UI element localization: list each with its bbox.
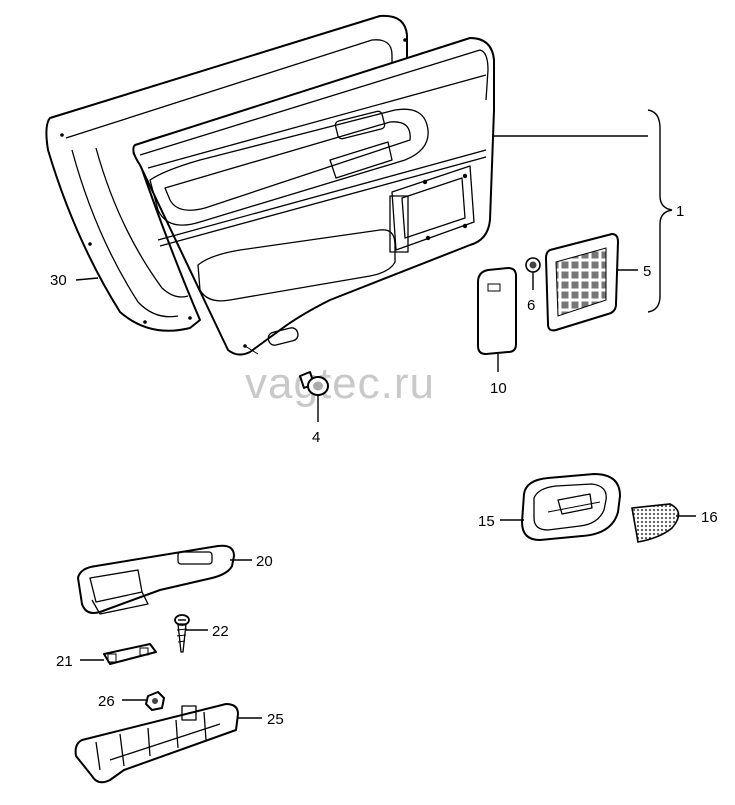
expanding-rivet [299, 371, 329, 396]
clip-6 [525, 257, 541, 273]
watermark: vagtec.ru [245, 359, 435, 408]
speaker-grille [545, 233, 619, 332]
nut-26 [145, 691, 165, 711]
carrier-25 [74, 703, 239, 784]
callout-25: 25 [267, 711, 284, 728]
callout-20: 20 [256, 553, 273, 570]
screw-22 [174, 614, 190, 653]
mesh-cap [631, 503, 680, 543]
callout-6: 6 [527, 297, 535, 314]
callout-4: 4 [312, 429, 320, 446]
callout-5: 5 [643, 263, 651, 280]
switch-bezel [77, 544, 235, 615]
callout-1: 1 [676, 203, 684, 220]
callout-15: 15 [478, 513, 495, 530]
callout-22: 22 [212, 623, 229, 640]
callout-21: 21 [56, 653, 73, 670]
callout-10: 10 [490, 380, 507, 397]
callout-30: 30 [50, 272, 67, 289]
inner-handle-bezel [521, 473, 621, 541]
door-trim-panel-front [132, 37, 495, 356]
leader-lines [75, 109, 696, 719]
bracket-21 [103, 643, 157, 665]
cover-insert-10 [477, 267, 517, 355]
callout-16: 16 [701, 509, 718, 526]
callout-26: 26 [98, 693, 115, 710]
